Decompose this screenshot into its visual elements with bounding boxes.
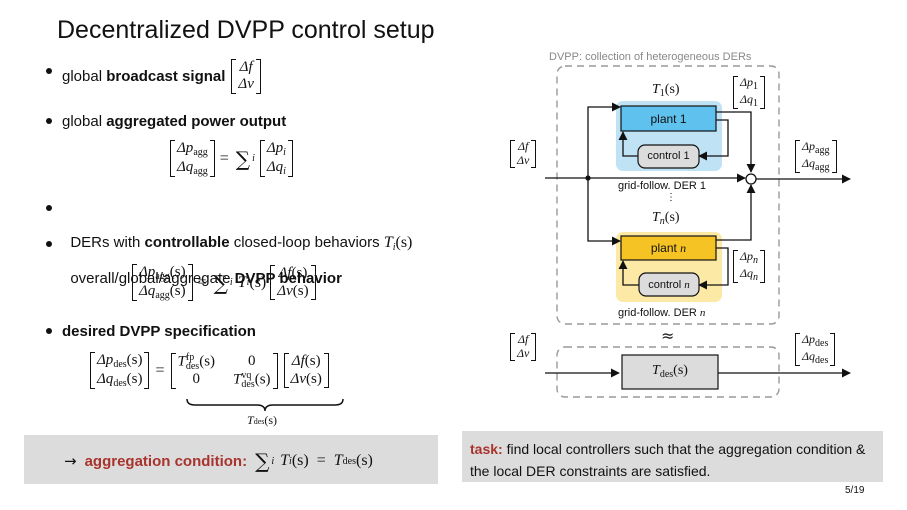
bullet-dvpp-behavior: overall/global/aggregate DVPP behavior (46, 236, 342, 287)
slide-title: Decentralized DVPP control setup (57, 16, 435, 44)
dern-label: grid-follow. DER n (618, 307, 706, 319)
plant1-label: plant 1 (650, 112, 687, 126)
bullet-bold: broadcast signal (106, 67, 226, 85)
der1-label: grid-follow. DER 1 (618, 180, 707, 192)
task-text: find local controllers such that the agg… (470, 441, 866, 479)
bullet-bold: aggregated power output (106, 113, 287, 130)
underbrace (186, 398, 344, 412)
aggregation-label: aggregation condition: (84, 452, 248, 470)
controln-label: control n (648, 279, 690, 291)
task-box: task: find local controllers such that t… (462, 431, 883, 482)
plantn-box (620, 235, 717, 261)
bullet-text: global (62, 67, 107, 85)
task-label: task: (470, 441, 503, 457)
approx-symbol: ≈ (661, 326, 675, 345)
bullet-desired-spec: desired DVPP specification (46, 323, 256, 340)
bullet-dot (46, 118, 52, 124)
underbrace-label: Tdes(s) (247, 413, 278, 427)
bullet-bold: DVPP behavior (234, 270, 342, 287)
tdes-box-label: Tdes(s) (652, 363, 688, 380)
control1-label: control 1 (647, 150, 690, 162)
plant1-box (620, 105, 717, 132)
bullet-bold: controllable (144, 234, 230, 251)
bullet-text: closed-loop behaviors (229, 234, 384, 251)
aggregated-power-equation: Δpagg Δqagg = ∑i Δpi Δqi (170, 140, 293, 177)
bullet-bold: desired DVPP specification (62, 323, 256, 340)
t1-label: T1(s) (652, 82, 680, 99)
dvpp-container (556, 65, 780, 325)
bullet-aggregated-output: global aggregated power output (46, 113, 287, 130)
bullet-dot (46, 205, 52, 211)
tdes-box (621, 354, 719, 390)
bullet-text: overall/global/aggregate (70, 270, 235, 287)
page-number: 5/19 (845, 485, 865, 496)
bullet-text: DERs with (70, 234, 145, 251)
dvpp-label: DVPP: collection of heterogeneous DERs (549, 51, 752, 63)
plantn-label: plant n (650, 241, 687, 255)
arrow-icon: → (64, 452, 77, 470)
bullet-dot (46, 241, 52, 247)
bullet-controllable: DERs with controllable closed-loop behav… (46, 200, 412, 253)
bullet-text: global (62, 113, 107, 130)
bullet-dot (46, 328, 52, 334)
tdes-container (556, 346, 780, 398)
vertical-dots: ⋮ (666, 192, 676, 203)
bullet-dot (46, 68, 52, 74)
tn-label: Tn(s) (652, 210, 680, 227)
